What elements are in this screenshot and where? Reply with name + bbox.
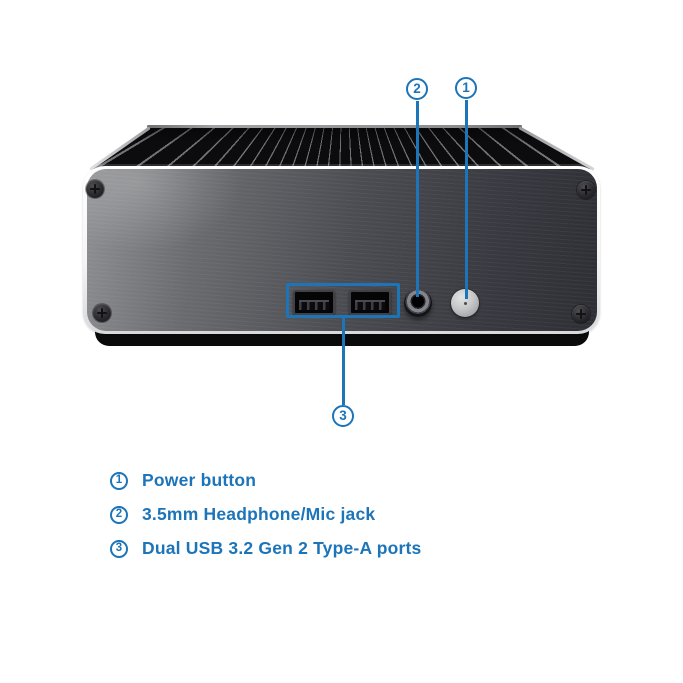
callout-line-audio — [415, 101, 419, 297]
heatsink-top-rim — [147, 125, 522, 128]
callout-marker-audio: 2 — [406, 78, 428, 100]
heatsink-fins — [91, 127, 593, 169]
callout-marker-power: 1 — [455, 77, 477, 99]
legend-badge-1: 1 — [110, 471, 128, 490]
legend-item-usb: 3 Dual USB 3.2 Gen 2 Type-A ports — [110, 538, 421, 559]
usb-connector-contacts — [355, 300, 385, 310]
callout-box-usb-ports — [286, 283, 400, 318]
marker-digit: 3 — [339, 408, 347, 424]
legend: 1 Power button 2 3.5mm Headphone/Mic jac… — [110, 470, 421, 559]
screw-icon-bottom-right — [572, 305, 590, 323]
callout-marker-usb: 3 — [332, 405, 354, 427]
power-pinhole — [463, 301, 467, 305]
screw-icon-top-left — [86, 180, 104, 198]
screw-icon-bottom-left — [93, 304, 111, 322]
usb-connector-contacts — [299, 300, 329, 310]
legend-label-power: Power button — [142, 470, 257, 490]
legend-item-power: 1 Power button — [110, 470, 421, 491]
legend-item-audio: 2 3.5mm Headphone/Mic jack — [110, 504, 421, 525]
callout-line-power — [465, 100, 468, 299]
usb-port-1 — [293, 290, 335, 315]
callout-line-usb — [341, 318, 345, 405]
front-panel — [86, 169, 597, 331]
legend-badge-3: 3 — [110, 539, 128, 558]
usb-port-2 — [349, 290, 391, 315]
marker-digit: 2 — [413, 81, 421, 97]
legend-label-usb: Dual USB 3.2 Gen 2 Type-A ports — [142, 538, 422, 558]
legend-label-audio: 3.5mm Headphone/Mic jack — [142, 504, 376, 524]
screw-icon-top-right — [577, 181, 595, 199]
marker-digit: 1 — [462, 80, 470, 96]
legend-badge-2: 2 — [110, 505, 128, 524]
